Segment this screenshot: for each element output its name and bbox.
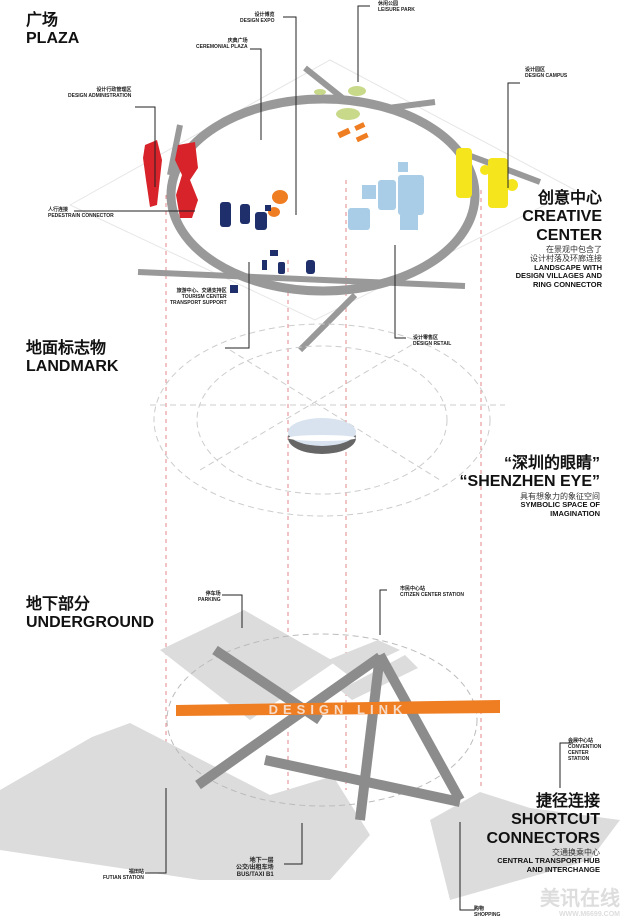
underground-ring xyxy=(166,633,478,807)
design-link-text: DESIGN LINK xyxy=(269,702,408,717)
plaza-title-cn: 广场 xyxy=(26,12,59,29)
leader-lines xyxy=(74,5,573,911)
ceremonial-plaza-buildings xyxy=(268,122,369,217)
plaza-base xyxy=(68,59,577,321)
design-campus-buildings xyxy=(456,148,518,208)
ring-connector xyxy=(166,94,480,296)
plaza-title-en: PLAZA xyxy=(26,30,80,48)
underground-areas xyxy=(0,610,620,900)
leisure-park xyxy=(314,86,366,120)
design-link-banner xyxy=(176,700,500,716)
shenzhen-eye-landmark xyxy=(288,418,356,454)
tourism-center-buildings xyxy=(220,202,315,293)
design-retail-buildings xyxy=(348,162,424,230)
design-administration-buildings xyxy=(143,140,198,218)
landmark-outline xyxy=(150,323,505,517)
